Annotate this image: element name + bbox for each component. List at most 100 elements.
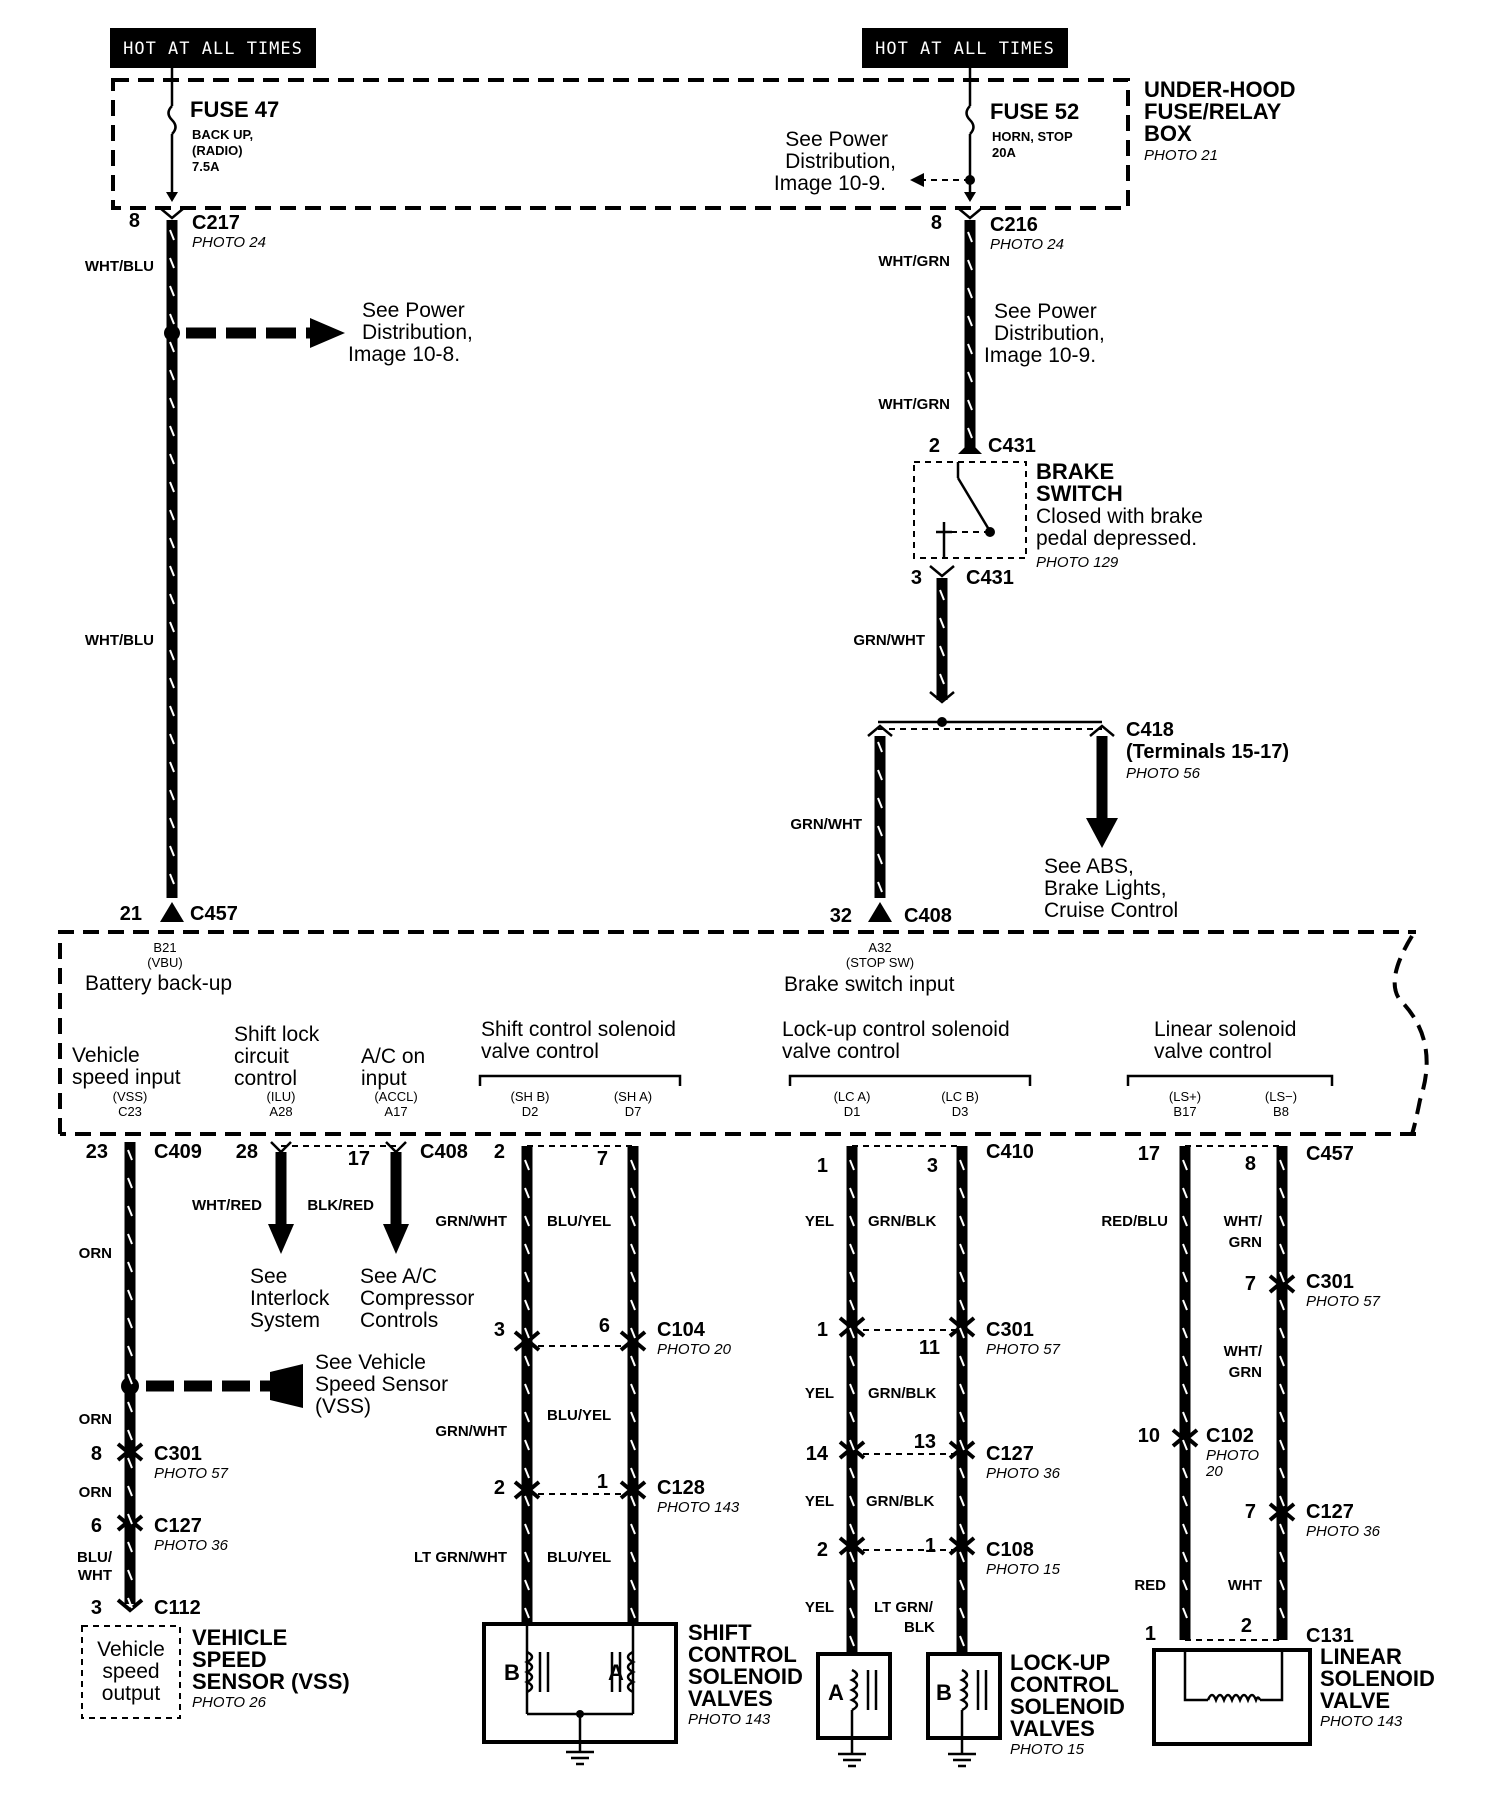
wire-stripe	[849, 1187, 855, 1199]
wire-stripe	[524, 1187, 530, 1199]
linear-c127-photo: PHOTO 36	[1306, 1523, 1381, 1540]
lock-pin3: 3	[927, 1155, 938, 1177]
wire-stripe	[524, 1243, 530, 1255]
shift-w6: BLU/YEL	[547, 1549, 611, 1566]
linear-c131-pin1: 1	[1145, 1623, 1156, 1645]
c418-photo: PHOTO 56	[1126, 765, 1201, 782]
wire-stripe	[169, 733, 175, 745]
wire-stripe	[630, 1355, 636, 1367]
vss-c127-label: C127	[154, 1515, 202, 1537]
fuse47-title: FUSE 47	[190, 97, 279, 122]
wire-stripe	[169, 369, 175, 381]
shift-pin7: 7	[597, 1148, 608, 1170]
c217-label: C217	[192, 212, 240, 234]
ecm-box-break	[1392, 934, 1429, 1135]
c408-label: C408	[904, 905, 952, 927]
wire-stripe	[877, 741, 883, 753]
linear-w4: RED	[1134, 1577, 1166, 1594]
lcb-term: (LC B)	[941, 1089, 979, 1104]
wire-stripe	[1182, 1243, 1188, 1255]
wire-stripe	[967, 259, 973, 271]
c418-label: C418	[1126, 719, 1174, 741]
see-pd-108-1: See Power	[362, 299, 465, 322]
wire-stripe	[630, 1215, 636, 1227]
linear-title-3: VALVE	[1320, 1688, 1390, 1713]
lock-pin1: 1	[817, 1155, 828, 1177]
linear-ctrl-l2: valve control	[1154, 1040, 1272, 1063]
lock-w6: GRN/BLK	[866, 1493, 934, 1510]
wire-stripe	[877, 881, 883, 893]
wire-stripe	[169, 257, 175, 269]
wire-stripe	[967, 427, 973, 439]
shift-bracket	[478, 1074, 682, 1086]
wire-stripe	[169, 761, 175, 773]
linear-bracket	[1126, 1074, 1334, 1086]
vss-title-2: SPEED	[192, 1647, 267, 1672]
lock-w3: YEL	[805, 1385, 834, 1402]
c104-photo: PHOTO 20	[657, 1341, 732, 1358]
wire-stripe	[967, 287, 973, 299]
wire-stripe	[849, 1271, 855, 1283]
wire-stripe	[967, 231, 973, 243]
shift-ctrl-l2: valve control	[481, 1040, 599, 1063]
wire-stripe	[169, 537, 175, 549]
wire-stripe	[630, 1159, 636, 1171]
wire-stripe	[630, 1243, 636, 1255]
wire-stripe	[524, 1495, 530, 1507]
fusebox-photo: PHOTO 21	[1144, 147, 1218, 164]
lsm-pin: B8	[1273, 1104, 1289, 1119]
wire-stripe	[1182, 1607, 1188, 1619]
blk-red-label: BLK/RED	[307, 1197, 374, 1214]
linear-ctrl-l1: Linear solenoid	[1154, 1018, 1296, 1041]
c457-pin: 21	[120, 903, 142, 925]
wire-stripe	[127, 1261, 133, 1273]
vss-title-1: VEHICLE	[192, 1625, 287, 1650]
wire-stripe	[1182, 1187, 1188, 1199]
vss-title-photo: PHOTO 26	[192, 1694, 267, 1711]
wire-stripe	[1182, 1551, 1188, 1563]
wire-stripe	[169, 481, 175, 493]
c457-label: C457	[190, 903, 238, 925]
linear-solenoid-box	[1152, 1648, 1312, 1746]
coil-lock-a-icon	[849, 1668, 859, 1712]
wire-stripe	[1279, 1187, 1285, 1199]
lock-title-3: SOLENOID	[1010, 1694, 1125, 1719]
wire-stripe	[524, 1383, 530, 1395]
lock-w2: GRN/BLK	[868, 1213, 936, 1230]
ecm-box-outline	[58, 930, 1416, 1136]
accl-pin: A17	[384, 1104, 407, 1119]
vss-output-box	[81, 1625, 181, 1719]
accl-pin17: 17	[348, 1148, 370, 1170]
shift-c104-pin3: 3	[494, 1319, 505, 1341]
fuse47-icon	[167, 105, 177, 135]
linear-pin17: 17	[1138, 1143, 1160, 1165]
wire-stripe	[1279, 1271, 1285, 1283]
c431a-label: C431	[988, 435, 1036, 457]
see-pd-109b-2: Distribution,	[994, 322, 1105, 345]
wire-stripe	[127, 1149, 133, 1161]
c216-connector	[957, 207, 983, 220]
wire-stripe	[959, 1439, 965, 1451]
wire-stripe	[959, 1383, 965, 1395]
wire-stripe	[849, 1439, 855, 1451]
wire-stripe	[1182, 1467, 1188, 1479]
wire-stripe	[939, 673, 945, 685]
wire-stripe	[849, 1215, 855, 1227]
wht-grn-label-1: WHT/GRN	[878, 253, 950, 270]
wire-stripe	[877, 853, 883, 865]
wire-stripe	[1182, 1411, 1188, 1423]
wire-stripe	[127, 1401, 133, 1413]
linear-c102-pin10: 10	[1138, 1425, 1160, 1447]
wire-stripe	[1279, 1579, 1285, 1591]
wire-stripe	[630, 1551, 636, 1563]
wire-stripes	[127, 229, 1285, 1647]
wire-stripe	[959, 1159, 965, 1171]
wire-stripe	[959, 1355, 965, 1367]
c128-photo: PHOTO 143	[657, 1499, 740, 1516]
c418-terms: (Terminals 15-17)	[1126, 741, 1289, 763]
c217-photo: PHOTO 24	[192, 234, 266, 251]
shift-w4: BLU/YEL	[547, 1407, 611, 1424]
wire-stripe	[169, 425, 175, 437]
wire-stripe	[1182, 1523, 1188, 1535]
splice-dot	[164, 325, 180, 341]
